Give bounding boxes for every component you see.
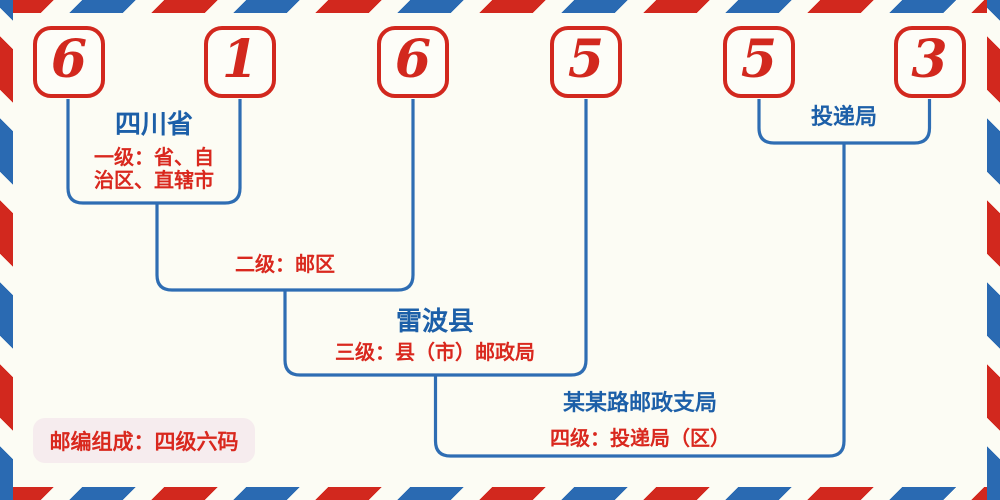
- digit-box-1: 6: [33, 26, 105, 98]
- level1-place-name: 四川省: [114, 110, 194, 140]
- digit-box-4: 5: [550, 26, 622, 98]
- digit-box-3: 6: [377, 26, 449, 98]
- airmail-stripe-border-bottom: [0, 487, 1000, 500]
- postal-code-composition-note: 邮编组成：四级六码: [33, 418, 255, 463]
- digit-box-5: 5: [723, 26, 795, 98]
- digit-6: 3: [911, 29, 948, 90]
- level4-description: 四级：投递局（区）: [550, 426, 730, 450]
- airmail-stripe-border-right: [987, 0, 1000, 500]
- postal-code-composition-note-text: 邮编组成：四级六码: [49, 429, 239, 454]
- level1-description: 一级：省、自 治区、直辖市: [94, 146, 214, 192]
- digit-1: 6: [50, 29, 88, 90]
- level3-place-name: 雷波县: [395, 307, 475, 337]
- level4-place-name: 某某路邮政支局: [562, 391, 718, 416]
- level3-description: 三级：县（市）邮政局: [335, 340, 535, 364]
- digit-3: 6: [394, 29, 432, 90]
- airmail-stripe-border-left: [0, 0, 13, 500]
- airmail-stripe-border-top: [0, 0, 1000, 13]
- digit-2: 1: [221, 29, 259, 90]
- digit-box-6: 3: [893, 26, 966, 98]
- digit-box-2: 1: [204, 26, 276, 98]
- digit-5: 5: [740, 29, 778, 90]
- level1-description-line1: 一级：省、自: [94, 145, 214, 169]
- level2-description: 二级：邮区: [235, 252, 335, 276]
- delivery-office-label: 投递局: [810, 105, 878, 130]
- level1-description-line2: 治区、直辖市: [94, 168, 214, 192]
- digit-4: 5: [567, 29, 605, 90]
